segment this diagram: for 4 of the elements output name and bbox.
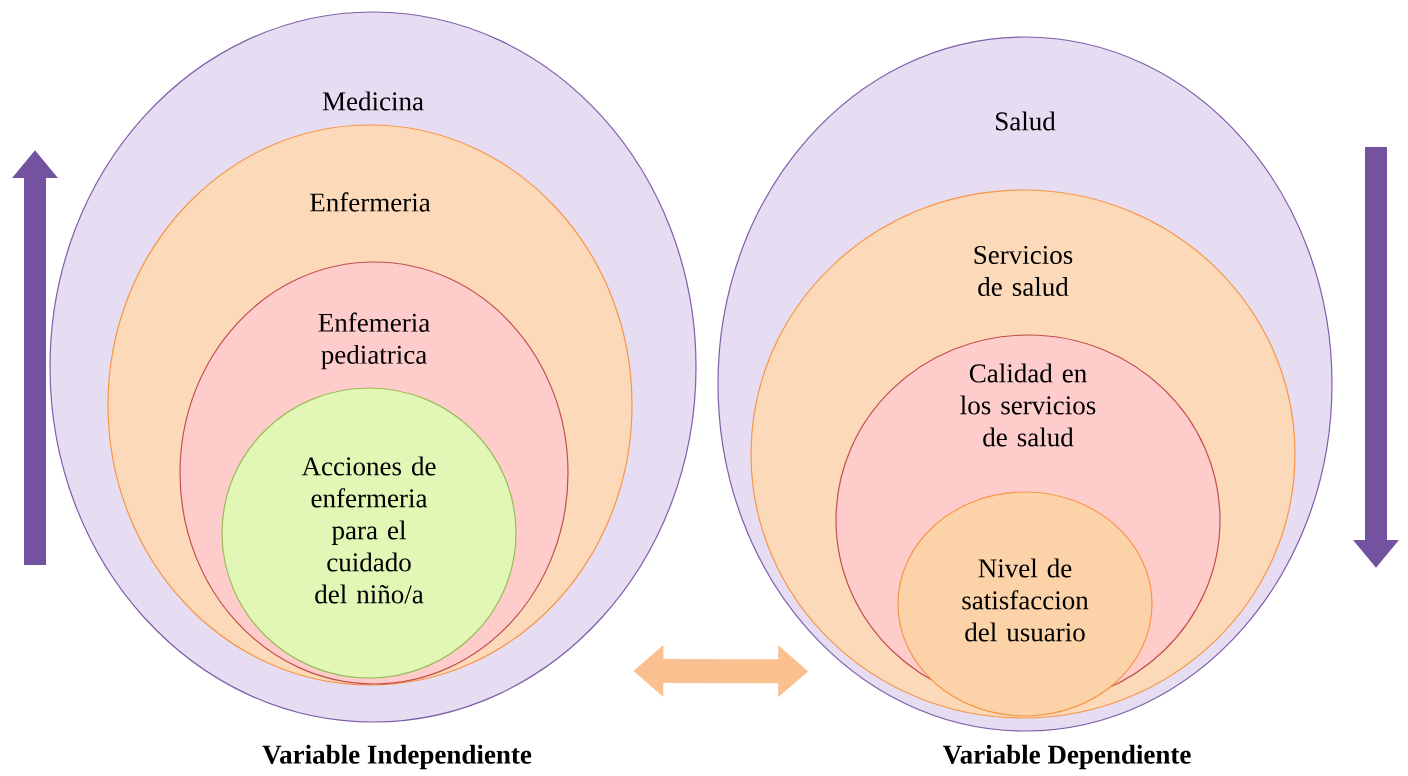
variable-caption: Variable Dependiente (942, 744, 1191, 770)
variable-caption: Variable Independiente (262, 744, 532, 770)
ellipse-node: Nivel de satisfaccion del usuario (897, 491, 1153, 717)
ellipse-node: Acciones de enfermeria para el cuidado del niño/a (221, 387, 517, 679)
